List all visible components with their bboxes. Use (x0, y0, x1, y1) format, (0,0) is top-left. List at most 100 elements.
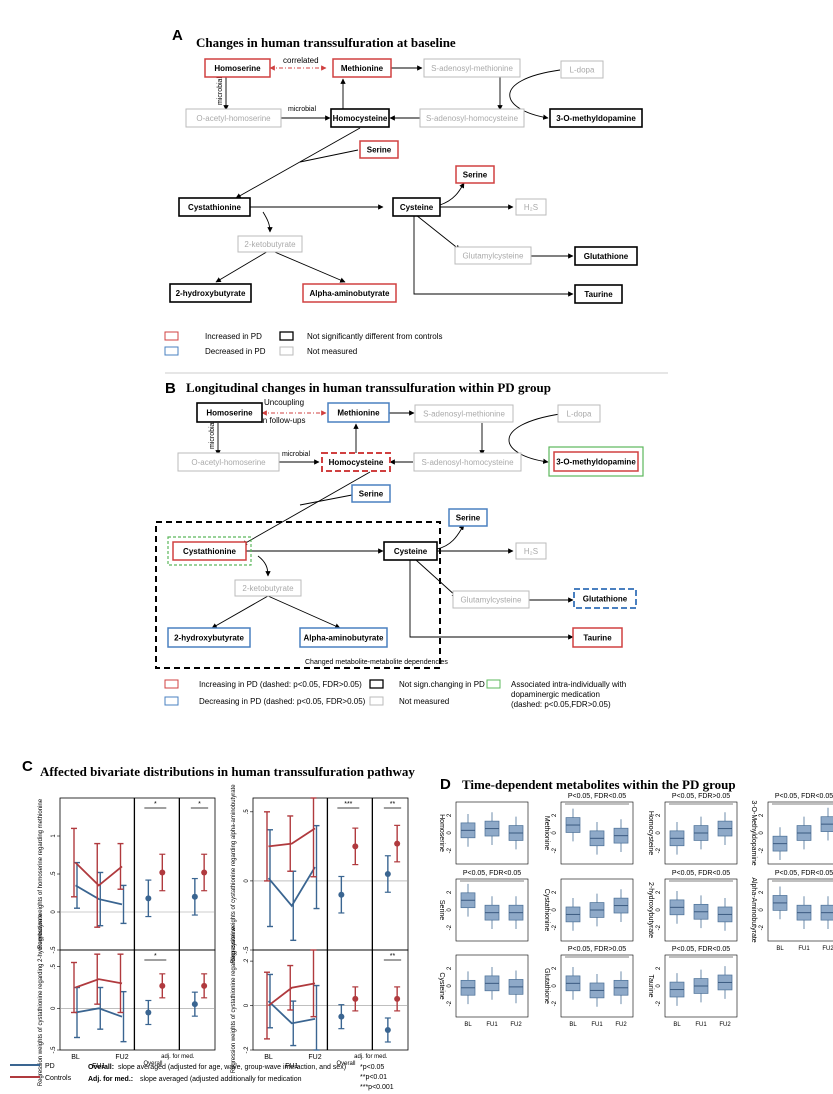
chart-c1-sig-label: * (198, 801, 201, 808)
panel-d-title: Time-dependent metabolites within the PD… (462, 777, 736, 792)
boxplot-ytick: 0 (552, 984, 558, 988)
a-node-sam: S-adenosyl-methionine (423, 58, 521, 78)
boxplot-xtick: BL (464, 1022, 472, 1028)
medication-box-cystathionine (167, 536, 252, 566)
boxplot-ytick: -2 (447, 847, 453, 853)
boxplot-ylabel: 3-O-Methyldopamine (750, 800, 757, 865)
a-node-label-hydroxybutyrate: 2-hydroxybutyrate (176, 289, 246, 298)
b-node-serine1: Serine (351, 484, 391, 503)
panel-b-title: Longitudinal changes in human transsulfu… (186, 380, 551, 395)
chart-c2-overall-point-pd (384, 871, 391, 877)
boxplot-sig-label: P<0.05, FDR<0.05 (672, 870, 730, 877)
note-overall-bold: Overall: (88, 1064, 114, 1071)
legend-b-decreasing: Decreasing in PD (dashed: p<0.05, FDR>0.… (199, 697, 366, 706)
boxplot-ytick: 0 (656, 984, 662, 988)
boxplot-ylabel: Cysteine (438, 972, 445, 999)
boxplot-ytick: 0 (656, 908, 662, 912)
b-node-label-cysteine: Cysteine (394, 547, 428, 556)
b-node-h2s: H₂S (515, 542, 547, 560)
boxplot-ylabel: Glutathione (543, 968, 550, 1004)
boxplot-sig-label: P<0.05, FDR<0.05 (568, 793, 626, 800)
panel-a-title: Changes in human transsulfuration at bas… (196, 35, 456, 50)
boxplot-ytick: 2 (656, 890, 662, 894)
boxplot-ytick: -2 (447, 924, 453, 930)
b-node-ldopa: L-dopa (557, 404, 601, 423)
a-node-label-ldopa: L-dopa (570, 66, 595, 75)
chart-c4-sig-label: ** (390, 953, 396, 960)
b-node-label-omd: 3-O-methyldopamine (556, 458, 636, 467)
b-node-cystathionine: Cystathionine (172, 541, 247, 561)
sig-note-3: ***p<0.001 (360, 1084, 394, 1091)
b-node-label-h2s: H₂S (524, 547, 538, 556)
boxplot-ytick: 2 (552, 966, 558, 970)
a-node-label-glutamylcysteine: Glutamylcysteine (463, 252, 524, 261)
changed-dependencies-label: Changed metabolite-metabolite dependenci… (305, 659, 448, 666)
note-overall: slope averaged (adjusted for age, wave, … (118, 1064, 346, 1071)
b-node-cysteine: Cysteine (383, 541, 438, 561)
b-node-label-serine2: Serine (456, 514, 481, 523)
chart-c4-ytick-label: .2 (244, 958, 250, 964)
boxplot-frame (664, 954, 738, 1018)
panel-b-letter: B (165, 380, 176, 397)
chart-c4-overall-point-controls (352, 995, 359, 1002)
boxplot-frame (767, 878, 833, 942)
chart-c3-overall-label: Overall (143, 1061, 162, 1067)
chart-c3-ytick-label: 0 (51, 1006, 57, 1010)
a-node-label-homocysteine: Homocysteine (333, 114, 388, 123)
boxplot-ylabel: Taurine (647, 975, 654, 998)
chart-c3-adj-label: adj. for med. (161, 1054, 195, 1060)
a-node-homoserine: Homoserine (204, 58, 271, 78)
boxplot-xtick: FU2 (719, 1022, 731, 1028)
chart-c1-ytick-label: 0 (51, 910, 57, 914)
a-node-label-h2s: H₂S (524, 203, 538, 212)
panel-a-microbial-label-2: microbial (288, 106, 316, 113)
b-node-label-ketobutyrate: 2-ketobutyrate (242, 584, 294, 593)
chart-c1-sig-label: * (154, 801, 157, 808)
b-node-serine2: Serine (448, 508, 488, 527)
chart-c4-overall-point-controls (394, 995, 401, 1002)
a-node-hydroxybutyrate: 2-hydroxybutyrate (169, 283, 252, 303)
panel-b-uncoupling-label: Uncoupling (264, 398, 304, 407)
boxplot-frame (560, 801, 634, 865)
boxplot-ytick: 0 (447, 908, 453, 912)
chart-c4-series-pd (267, 1000, 316, 1025)
boxplot-ytick: 0 (759, 908, 765, 912)
panel-a-letter: A (172, 27, 183, 44)
chart-c2-ytick-label: -.5 (244, 946, 250, 954)
boxplot-xtick: FU1 (486, 1022, 498, 1028)
boxplot-ylabel: Serine (438, 900, 445, 920)
panel-c-letter: C (22, 758, 33, 775)
a-node-label-serine1: Serine (367, 146, 392, 155)
boxplot-xtick: FU1 (695, 1022, 707, 1028)
b-node-label-ldopa: L-dopa (567, 410, 592, 419)
boxplot-sig-label: P<0.05, FDR<0.05 (775, 793, 833, 800)
legend-controls: Controls (45, 1075, 72, 1082)
panel-b: B Longitudinal changes in human transsul… (155, 380, 644, 709)
b-node-ketobutyrate: 2-ketobutyrate (234, 579, 302, 597)
boxplot-frame (455, 954, 529, 1018)
boxplot-xtick: BL (569, 1022, 577, 1028)
boxplot-ytick: 0 (447, 984, 453, 988)
boxplot-ytick: 2 (759, 890, 765, 894)
boxplot-ytick: 2 (447, 813, 453, 817)
a-node-label-sah: S-adenosyl-homocysteine (426, 114, 519, 123)
b-node-label-homocysteine: Homocysteine (329, 458, 384, 467)
a-node-label-ketobutyrate: 2-ketobutyrate (244, 240, 296, 249)
legend-a-decreased: Decreased in PD (205, 347, 266, 356)
panel-d-letter: D (440, 776, 451, 793)
a-node-label-sam: S-adenosyl-methionine (431, 64, 513, 73)
a-node-label-methionine: Methionine (341, 64, 384, 73)
boxplot-frame (664, 801, 738, 865)
b-node-label-homoserine: Homoserine (206, 409, 253, 418)
chart-c2-frame (252, 797, 409, 951)
chart-c2-overall-point-pd (338, 891, 345, 898)
a-node-glutamylcysteine: Glutamylcysteine (454, 246, 532, 265)
